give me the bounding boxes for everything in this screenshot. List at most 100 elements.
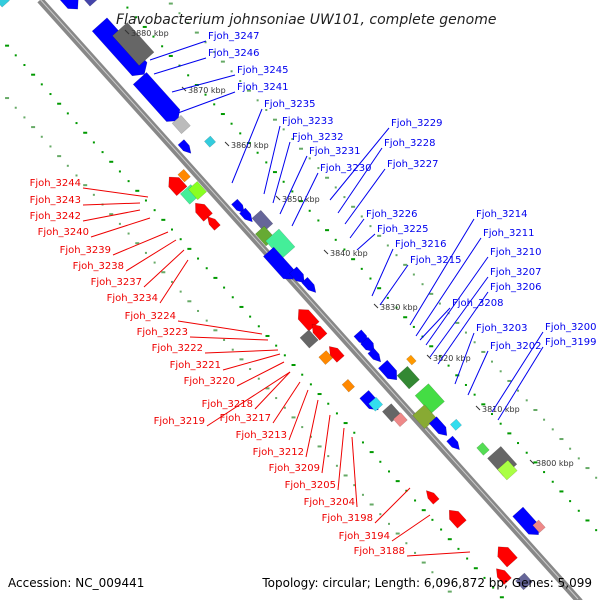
forward-gene-label[interactable]: Fjoh_3245 [237,65,288,76]
reverse-gene-label[interactable]: Fjoh_3222 [152,343,203,354]
gc-dot [49,145,52,148]
reverse-gene-label[interactable]: Fjoh_3242 [30,211,81,222]
forward-leader-line [263,125,281,195]
reverse-leader-line [125,239,177,272]
forward-gene-label[interactable]: Fjoh_3235 [264,99,315,110]
reverse-gene-label[interactable]: Fjoh_3212 [253,447,304,458]
forward-leader-line [415,237,482,337]
gc-dot [126,6,129,9]
forward-gene-label[interactable]: Fjoh_3225 [377,224,428,235]
reverse-gene-label[interactable]: Fjoh_3204 [304,497,355,508]
gc-dot [438,302,441,305]
forward-gene-label[interactable]: Fjoh_3228 [384,138,435,149]
forward-gene-label[interactable]: Fjoh_3216 [395,239,446,250]
forward-gene-arrow [239,207,253,223]
feature-box [368,396,384,412]
forward-gene-label[interactable]: Fjoh_3231 [309,146,360,157]
reverse-gene-label[interactable]: Fjoh_3221 [170,360,221,371]
reverse-gene-label[interactable]: Fjoh_3223 [137,327,188,338]
forward-gene-label[interactable]: Fjoh_3229 [391,118,442,129]
gc-dot [481,350,486,353]
reverse-gene-label[interactable]: Fjoh_3198 [322,513,373,524]
reverse-gene-label[interactable]: Fjoh_3213 [236,430,287,441]
reverse-gene-label[interactable]: Fjoh_3220 [184,376,235,387]
forward-gene-label[interactable]: Fjoh_3211 [483,228,534,239]
reverse-gene-arrow [311,323,328,341]
feature-box [83,0,98,7]
reverse-gene-label[interactable]: Fjoh_3239 [60,245,111,256]
reverse-gene-label[interactable]: Fjoh_3218 [202,399,253,410]
forward-gene-label[interactable]: Fjoh_3199 [545,337,596,348]
forward-gene-label[interactable]: Fjoh_3247 [208,31,259,42]
forward-gene-label[interactable]: Fjoh_3202 [490,341,541,352]
forward-gene-label[interactable]: Fjoh_3214 [476,209,527,220]
forward-leader-line [153,57,207,75]
feature-box [171,114,191,135]
forward-gene-label[interactable]: Fjoh_3206 [490,282,541,293]
gc-dot [431,518,434,521]
reverse-gene-label[interactable]: Fjoh_3209 [269,463,320,474]
reverse-leader-line [204,349,279,354]
forward-gene-label[interactable]: Fjoh_3241 [237,82,288,93]
reverse-leader-line [206,371,291,427]
gc-dot [272,171,277,174]
reverse-gene-label[interactable]: Fjoh_3238 [73,261,124,272]
gc-dot [388,470,391,473]
gc-dot [301,373,304,376]
reverse-gene-label[interactable]: Fjoh_3217 [220,413,271,424]
kbp-tick-mark [475,405,481,411]
reverse-gene-label[interactable]: Fjoh_3205 [285,480,336,491]
reverse-gene-label[interactable]: Fjoh_3237 [91,277,142,288]
gc-dot [525,399,528,402]
forward-gene-label[interactable]: Fjoh_3227 [387,159,438,170]
reverse-gene-label[interactable]: Fjoh_3244 [30,178,81,189]
forward-gene-label[interactable]: Fjoh_3210 [490,247,541,258]
gc-dot [429,345,434,348]
gc-dot [577,509,580,512]
reverse-gene-label[interactable]: Fjoh_3234 [107,293,158,304]
reverse-leader-line [82,209,141,222]
reverse-gene-label[interactable]: Fjoh_3194 [339,531,390,542]
gc-dot [421,283,424,286]
reverse-gene-label[interactable]: Fjoh_3240 [38,227,89,238]
forward-gene-label[interactable]: Fjoh_3246 [208,48,259,59]
gc-dot [23,116,26,119]
gc-dot [257,325,260,328]
gc-dot [249,368,252,371]
reverse-gene-label[interactable]: Fjoh_3243 [30,195,81,206]
accession-text: Accession: NC_009441 [8,576,144,590]
gc-dot [343,196,346,199]
reverse-leader-line [337,427,345,491]
forward-gene-label[interactable]: Fjoh_3207 [490,267,541,278]
gc-dot [551,480,554,483]
forward-gene-label[interactable]: Fjoh_3226 [366,209,417,220]
reverse-gene-labels: Fjoh_3244Fjoh_3243Fjoh_3242Fjoh_3240Fjoh… [30,178,405,557]
reverse-gene-label[interactable]: Fjoh_3219 [154,416,205,427]
forward-gene-label[interactable]: Fjoh_3233 [282,116,333,127]
forward-leader-line [177,91,236,114]
gc-dot [144,251,147,254]
forward-gene-label[interactable]: Fjoh_3200 [545,322,596,333]
reverse-gene-label[interactable]: Fjoh_3188 [354,546,405,557]
gc-dot [569,500,572,503]
reverse-leader-line [305,399,319,458]
forward-gene-label[interactable]: Fjoh_3203 [476,323,527,334]
gc-dot [283,354,286,357]
gc-dot [369,503,374,506]
gc-dot [179,238,182,241]
forward-gene-label[interactable]: Fjoh_3208 [452,298,503,309]
reverse-gene-label[interactable]: Fjoh_3224 [125,311,176,322]
feature-box [476,442,490,456]
gc-dot [5,97,10,100]
gc-dot [282,180,285,183]
forward-gene-label[interactable]: Fjoh_3230 [320,163,371,174]
gc-dot [327,455,330,458]
gc-dot [246,89,251,92]
kbp-tick-mark [426,354,432,360]
forward-gene-label[interactable]: Fjoh_3215 [410,255,461,266]
gc-dot [533,461,538,464]
gc-dot [66,112,69,115]
reverse-leader-line [82,202,141,206]
gc-dot [421,509,426,512]
forward-gene-label[interactable]: Fjoh_3232 [292,132,343,143]
